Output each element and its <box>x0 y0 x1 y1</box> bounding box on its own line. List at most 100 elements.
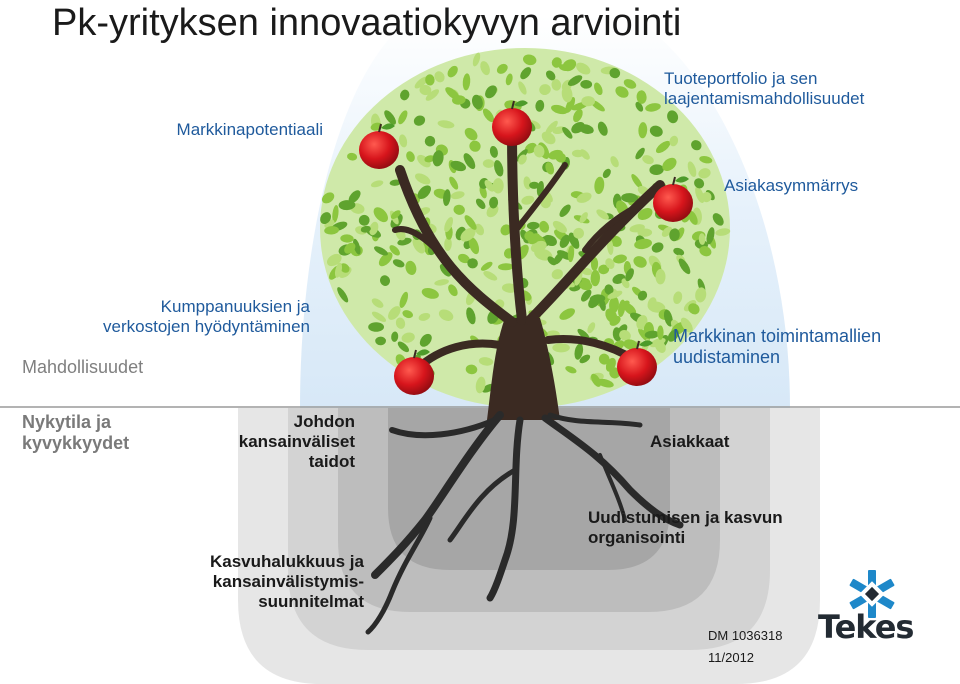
leaf <box>415 173 431 185</box>
label-tuoteportfolio: Tuoteportfolio ja sen laajentamismahdoll… <box>664 69 864 109</box>
leaf <box>471 94 483 110</box>
leaf <box>501 283 518 293</box>
tekes-logo-mark <box>849 570 895 618</box>
leaf <box>609 67 621 79</box>
leaf <box>698 233 706 245</box>
branch-right-twig <box>582 202 643 253</box>
leaf <box>434 71 445 83</box>
leaf <box>706 227 715 245</box>
leaf <box>655 140 671 154</box>
leaf <box>548 149 563 160</box>
label-line: suunnitelmat <box>258 592 364 612</box>
leaf <box>574 270 583 286</box>
leaf <box>438 309 454 321</box>
label-line: Kasvuhalukkuus ja <box>209 552 364 571</box>
leaf <box>421 288 439 299</box>
leaf <box>552 343 570 353</box>
trunk <box>487 318 560 420</box>
leaf <box>636 90 647 104</box>
leaf <box>397 341 410 353</box>
leaf <box>594 176 605 195</box>
leaf <box>380 275 390 286</box>
leaf <box>406 151 415 162</box>
leaf <box>701 192 712 203</box>
tekes-logo-text: Tekes <box>818 608 914 646</box>
root-center-branch <box>447 467 518 543</box>
label-kasvuhalukkuus: Kasvuhalukkuus ja kansainvälistymis- suu… <box>180 552 364 612</box>
leaf <box>474 223 485 236</box>
leaf <box>623 79 637 89</box>
leaf <box>638 122 648 139</box>
leaf <box>320 212 332 225</box>
leaf <box>699 156 713 164</box>
leaf <box>598 264 610 275</box>
leaf <box>389 245 400 256</box>
leaf <box>321 192 335 204</box>
leaf <box>669 228 680 242</box>
leaf <box>324 226 339 235</box>
leaf <box>597 378 614 388</box>
label-line: Tuoteportfolio ja sen <box>664 69 818 88</box>
leaf <box>334 262 343 278</box>
leaf <box>699 246 712 257</box>
leaf <box>417 185 431 200</box>
leaf <box>482 159 495 168</box>
leaf <box>547 256 557 266</box>
label-line: Uudistumisen ja kasvun <box>588 508 783 527</box>
leaf <box>450 160 467 172</box>
ground-rings <box>238 408 820 684</box>
snowflake-icon <box>849 570 895 618</box>
leaf <box>712 213 724 226</box>
leaf <box>539 220 550 233</box>
leaf <box>574 343 584 360</box>
leaf <box>414 76 429 89</box>
leaf <box>529 120 541 130</box>
apple-icon <box>394 349 434 395</box>
leaf <box>687 161 697 177</box>
leaf <box>657 325 664 340</box>
leaf <box>348 190 361 204</box>
leaf <box>444 237 452 251</box>
leaf <box>521 195 535 205</box>
label-line: Markkinan toimintamallien <box>673 326 882 346</box>
leaf <box>326 253 342 267</box>
leaf <box>694 178 705 189</box>
leaf <box>375 336 386 346</box>
leaf <box>568 232 580 249</box>
leaf <box>439 264 452 277</box>
leaf <box>573 109 583 123</box>
leaf <box>607 290 623 299</box>
leaf <box>602 168 611 179</box>
leaf <box>688 303 700 315</box>
leaf <box>523 176 532 190</box>
leaf <box>369 221 379 236</box>
label-asiakasymmarrys: Asiakasymmärrys <box>724 176 858 196</box>
leaf <box>576 62 591 75</box>
leaf <box>412 237 426 254</box>
leaf <box>485 85 497 99</box>
leaf <box>418 312 431 321</box>
label-text: Mahdollisuudet <box>22 357 144 377</box>
leaf <box>610 156 619 168</box>
leaf <box>633 256 647 268</box>
leaf <box>484 179 495 192</box>
leaf <box>460 228 476 242</box>
leaf <box>371 311 387 322</box>
leaf <box>530 240 547 253</box>
leaf <box>389 179 401 186</box>
leaf <box>489 145 498 158</box>
leaf <box>518 154 527 165</box>
leaf <box>353 238 361 255</box>
leaf <box>599 298 606 311</box>
doc-reference: DM 1036318 <box>708 628 783 643</box>
leaf <box>541 131 556 145</box>
leaf <box>565 366 577 374</box>
leaf <box>580 289 592 302</box>
leaf <box>464 215 477 230</box>
leaf <box>388 306 401 320</box>
leaf <box>480 261 493 271</box>
leaf <box>401 332 415 343</box>
leaf <box>432 150 444 167</box>
leaf <box>691 140 702 151</box>
leaf <box>518 81 527 95</box>
